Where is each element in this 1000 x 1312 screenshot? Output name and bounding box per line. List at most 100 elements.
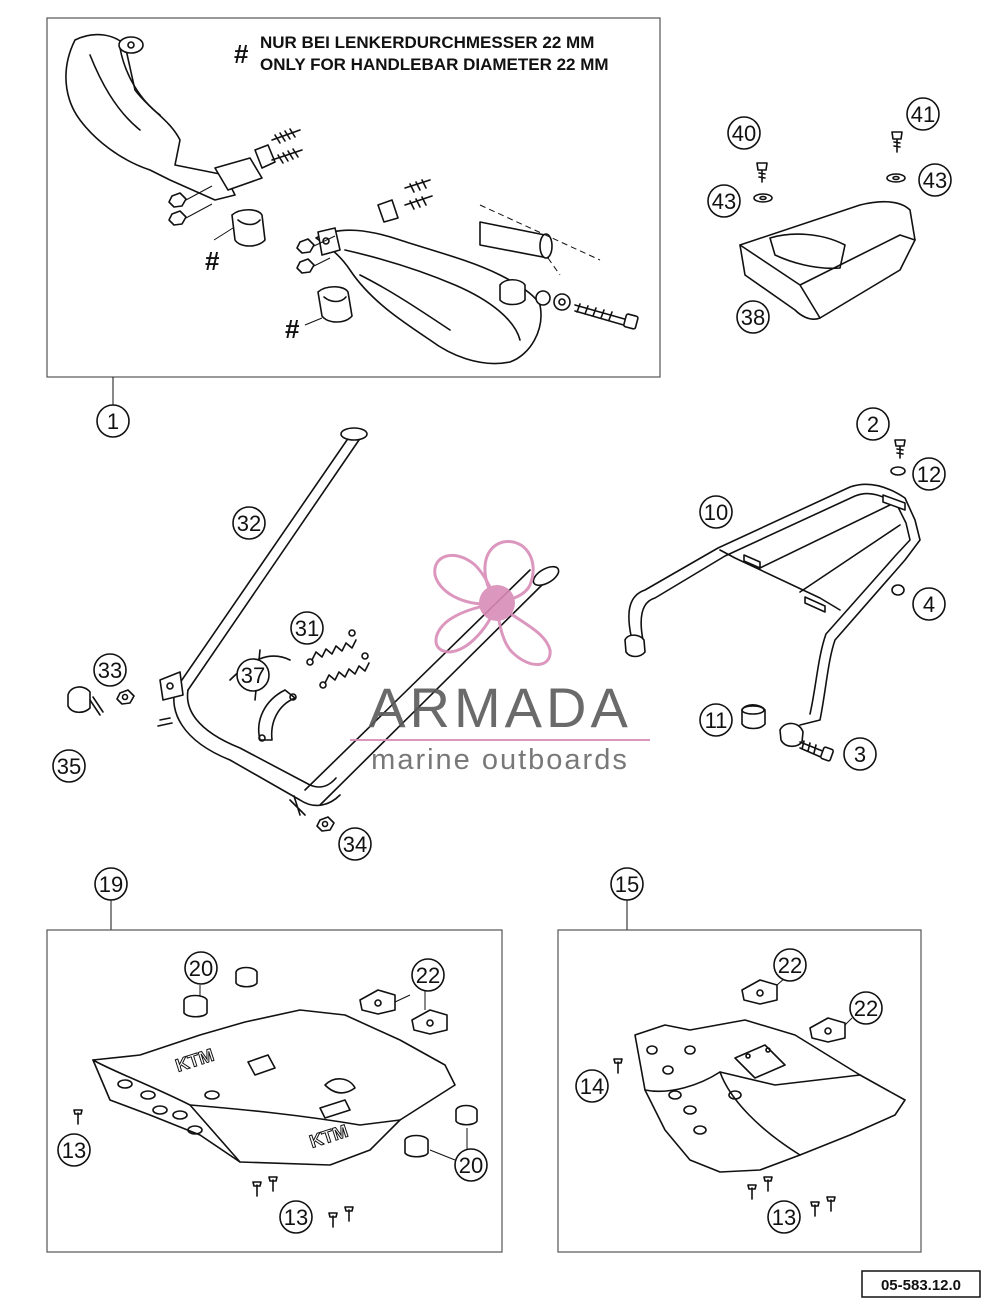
callout-40: 40 — [727, 116, 761, 150]
bolt-41 — [891, 131, 903, 153]
washer-43-right — [886, 173, 906, 183]
svg-text:10: 10 — [704, 500, 728, 525]
bolt-2 — [894, 439, 906, 459]
watermark-propeller-icon — [433, 540, 552, 666]
svg-text:3: 3 — [854, 742, 866, 767]
nut-34 — [316, 816, 335, 832]
callout-20-bottom: 20 — [454, 1148, 488, 1182]
callout-37: 37 — [236, 658, 270, 692]
svg-text:15: 15 — [615, 872, 639, 897]
skid-plate-left-drawing: KTM KTM — [92, 1009, 456, 1166]
bushing-11 — [741, 703, 766, 730]
callout-20-top: 20 — [184, 951, 218, 985]
right-handguard-drawing — [296, 179, 639, 365]
callout-22-left-panel: 22 — [411, 958, 445, 992]
rubber-buffer-35 — [67, 686, 104, 716]
svg-text:43: 43 — [712, 189, 736, 214]
svg-text:34: 34 — [343, 832, 367, 857]
handguard-panel — [46, 17, 661, 378]
svg-text:12: 12 — [917, 462, 941, 487]
callout-19: 19 — [94, 867, 128, 901]
watermark: ARMADA marine outboards — [350, 540, 650, 776]
svg-text:19: 19 — [99, 872, 123, 897]
nut-4 — [891, 584, 905, 596]
note-english: ONLY FOR HANDLEBAR DIAMETER 22 MM — [260, 55, 609, 74]
callout-22-right-top: 22 — [773, 948, 807, 982]
svg-text:35: 35 — [57, 754, 81, 779]
svg-text:20: 20 — [189, 956, 213, 981]
rubber-pad-20-bottom — [404, 1104, 478, 1158]
callout-31: 31 — [290, 611, 324, 645]
watermark-subtitle: marine outboards — [371, 744, 629, 776]
skid-plate-panel-left — [46, 929, 503, 1253]
clamp-22-left-panel — [359, 989, 448, 1035]
left-handguard-drawing — [65, 33, 303, 247]
svg-text:22: 22 — [416, 963, 440, 988]
callout-35: 35 — [52, 749, 86, 783]
washer-12 — [890, 466, 906, 476]
svg-text:1: 1 — [107, 409, 119, 434]
reference-code: 05-583.12.0 — [881, 1277, 961, 1294]
skid-plate-right-drawing — [634, 1019, 906, 1173]
callout-12: 12 — [912, 457, 946, 491]
callout-13-right: 13 — [767, 1200, 801, 1234]
svg-text:37: 37 — [241, 663, 265, 688]
bolt-40 — [756, 162, 768, 183]
svg-text:31: 31 — [295, 616, 319, 641]
svg-text:14: 14 — [580, 1074, 604, 1099]
skid-plate-panel-right — [557, 929, 922, 1253]
svg-text:38: 38 — [741, 305, 765, 330]
clamp-22-right-panel — [741, 979, 846, 1043]
svg-text:13: 13 — [284, 1205, 308, 1230]
callout-13-left-side: 13 — [57, 1133, 91, 1167]
note-hash-symbol: # — [234, 39, 249, 69]
callout-43-right: 43 — [918, 163, 952, 197]
svg-text:33: 33 — [98, 658, 122, 683]
callout-38: 38 — [736, 300, 770, 334]
bolt-3 — [799, 740, 834, 762]
svg-text:40: 40 — [732, 121, 756, 146]
rubber-pad-20-top — [183, 966, 258, 1018]
svg-text:13: 13 — [772, 1205, 796, 1230]
note-german: NUR BEI LENKERDURCHMESSER 22 MM — [260, 33, 594, 52]
svg-text:22: 22 — [778, 953, 802, 978]
svg-text:22: 22 — [854, 996, 878, 1021]
hash-mark-left: # — [205, 246, 220, 276]
callout-4: 4 — [912, 587, 946, 621]
seat-logo: KTM — [789, 245, 822, 268]
svg-text:13: 13 — [62, 1138, 86, 1163]
callout-1: 1 — [96, 404, 130, 438]
callout-34: 34 — [338, 827, 372, 861]
reference-code-box — [861, 1270, 981, 1298]
callout-15: 15 — [610, 867, 644, 901]
svg-text:4: 4 — [923, 592, 935, 617]
callout-41: 41 — [906, 97, 940, 131]
svg-text:43: 43 — [923, 168, 947, 193]
svg-text:32: 32 — [237, 511, 261, 536]
svg-text:11: 11 — [705, 708, 728, 733]
callout-13-left-bottom: 13 — [279, 1200, 313, 1234]
spring-31 — [306, 629, 370, 689]
callout-10: 10 — [699, 495, 733, 529]
washer-43-left — [753, 193, 773, 203]
callout-2: 2 — [856, 407, 890, 441]
svg-text:41: 41 — [911, 102, 935, 127]
nut-33 — [116, 689, 135, 705]
seat-cushion-drawing: KTM — [739, 200, 916, 320]
callout-14: 14 — [575, 1069, 609, 1103]
screws-right-panel — [613, 1058, 836, 1217]
screws-13-left-panel — [73, 1109, 354, 1228]
callout-22-right-lower: 22 — [849, 991, 883, 1025]
svg-text:2: 2 — [867, 412, 879, 437]
callout-43-left: 43 — [707, 184, 741, 218]
hash-mark-right: # — [285, 314, 300, 344]
watermark-title: ARMADA — [368, 676, 632, 739]
svg-text:20: 20 — [459, 1153, 483, 1178]
callout-11: 11 — [699, 703, 733, 737]
luggage-rack-drawing — [624, 483, 921, 748]
callout-33: 33 — [93, 653, 127, 687]
callout-3: 3 — [843, 737, 877, 771]
callout-32: 32 — [232, 506, 266, 540]
